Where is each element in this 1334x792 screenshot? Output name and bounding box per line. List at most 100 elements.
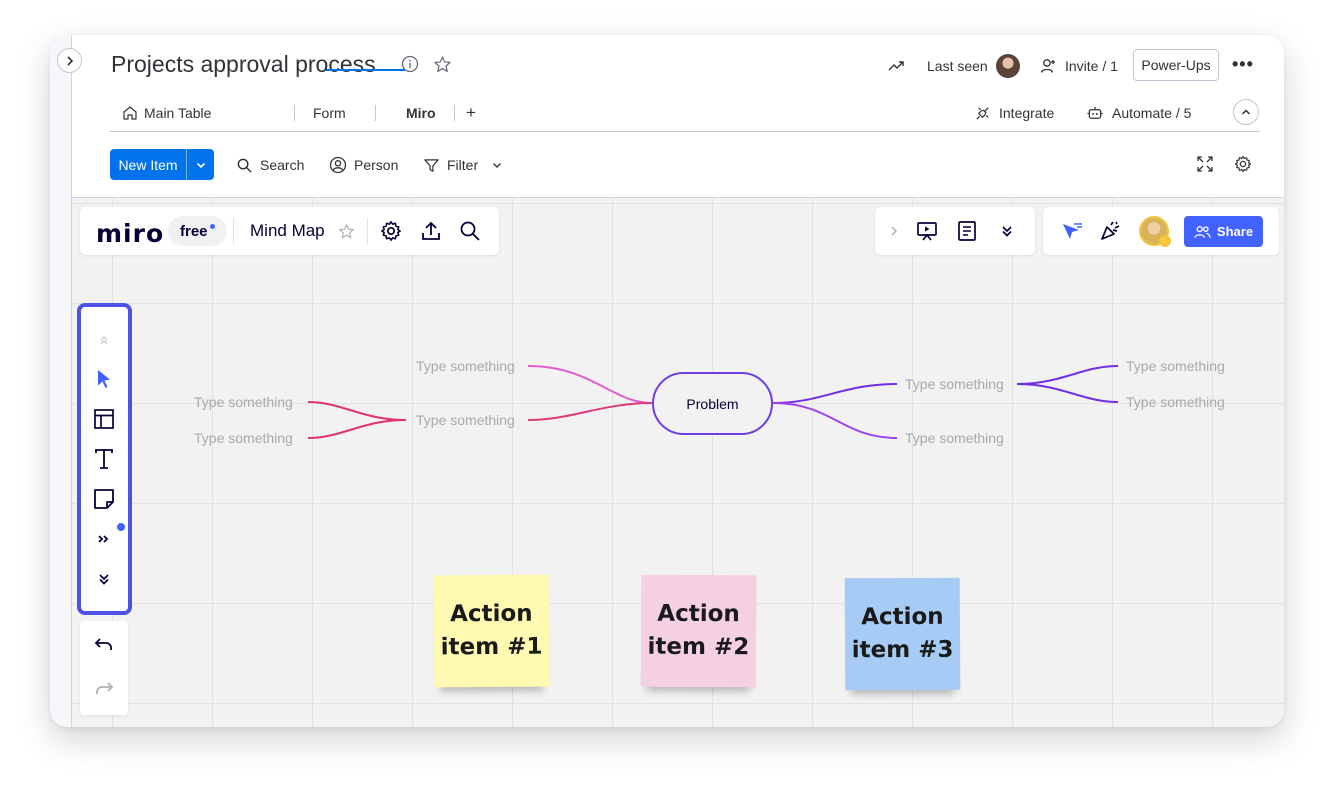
person-label: Person xyxy=(354,157,399,173)
activity-icon[interactable] xyxy=(887,53,905,79)
chevron-down-icon xyxy=(493,163,502,168)
redo-icon[interactable] xyxy=(90,675,118,703)
share-button[interactable]: Share xyxy=(1184,216,1263,247)
templates-icon[interactable] xyxy=(90,405,118,433)
person-icon xyxy=(329,156,347,174)
miro-board-panel: miro free Mind Map xyxy=(80,207,499,255)
more-tools-icon[interactable] xyxy=(90,525,118,553)
new-item-dropdown[interactable] xyxy=(187,159,214,171)
search-label: Search xyxy=(260,157,305,173)
connector-right-bottom xyxy=(772,402,898,439)
tab-label: Form xyxy=(313,105,346,121)
double-chevron-down-icon[interactable] xyxy=(90,565,118,593)
miro-board-name[interactable]: Mind Map xyxy=(250,221,325,240)
notes-icon[interactable] xyxy=(954,218,980,244)
home-icon xyxy=(123,106,137,120)
gear-icon[interactable] xyxy=(1232,153,1254,175)
sticky-note-icon[interactable] xyxy=(90,485,118,513)
info-icon[interactable] xyxy=(400,54,420,74)
mindmap-root-node[interactable]: Problem xyxy=(652,372,773,435)
collapse-header-button[interactable] xyxy=(1233,99,1259,125)
robot-icon xyxy=(1087,106,1103,119)
undo-icon[interactable] xyxy=(90,631,118,659)
tab-miro[interactable]: Miro xyxy=(406,95,436,131)
chevron-right-icon xyxy=(66,55,73,66)
connector-left-leaf-2 xyxy=(307,419,407,439)
gear-icon[interactable] xyxy=(378,218,404,244)
mindmap-node[interactable]: Type something xyxy=(194,394,293,410)
plan-badge-label: free xyxy=(180,222,208,240)
tab-divider xyxy=(375,105,376,121)
app-window: Projects approval process Last seen Invi… xyxy=(50,35,1284,727)
connector-left-mid xyxy=(527,402,653,421)
mindmap-node[interactable]: Type something xyxy=(194,430,293,446)
expand-sidebar-button[interactable] xyxy=(57,48,82,73)
presentation-icon[interactable] xyxy=(914,218,940,244)
star-icon[interactable] xyxy=(333,218,359,244)
celebration-icon[interactable] xyxy=(1097,218,1123,244)
new-item-button[interactable]: New Item xyxy=(110,149,214,180)
fullscreen-icon[interactable] xyxy=(1194,153,1216,175)
star-icon[interactable] xyxy=(432,54,452,74)
lightning-icon: ⚡ xyxy=(1159,235,1171,247)
connector-right-leaf-1 xyxy=(1016,365,1119,385)
last-seen-button[interactable]: Last seen xyxy=(927,53,1020,79)
search-icon xyxy=(237,158,252,173)
cursor-filter-icon[interactable] xyxy=(1059,218,1085,244)
search-button[interactable]: Search xyxy=(236,152,304,178)
connector-right-top xyxy=(772,383,898,404)
filter-label: Filter xyxy=(447,157,479,173)
miro-logo[interactable]: miro xyxy=(96,219,165,248)
creation-toolbar xyxy=(77,303,132,615)
tab-label: Main Table xyxy=(144,105,212,121)
person-filter-button[interactable]: Person xyxy=(329,152,398,178)
integrate-button[interactable]: Integrate xyxy=(974,95,1054,131)
add-view-button[interactable]: + xyxy=(466,103,476,122)
mindmap-connectors xyxy=(307,365,1119,439)
last-seen-label: Last seen xyxy=(927,58,988,74)
miro-collab-panel: ⚡ Share xyxy=(1043,207,1279,255)
mindmap-node[interactable]: Type something xyxy=(1126,358,1225,374)
more-options-icon[interactable]: ••• xyxy=(1232,54,1254,74)
upload-icon[interactable] xyxy=(418,218,444,244)
mindmap-node[interactable]: Type something xyxy=(905,376,1004,392)
text-tool-icon[interactable] xyxy=(90,445,118,473)
automate-button[interactable]: Automate / 5 xyxy=(1086,95,1191,131)
sticky-note[interactable]: Action item #2 xyxy=(640,574,757,688)
miro-presentation-panel xyxy=(875,207,1035,255)
tab-main-table[interactable]: Main Table xyxy=(122,95,211,131)
mindmap-node[interactable]: Type something xyxy=(905,430,1004,446)
chevron-up-icon xyxy=(1241,109,1251,115)
sticky-note[interactable]: Action item #1 xyxy=(433,574,550,688)
mindmap-node[interactable]: Type something xyxy=(416,412,515,428)
panel-divider xyxy=(367,218,368,244)
tab-divider xyxy=(454,105,455,121)
filter-button[interactable]: Filter xyxy=(423,152,503,178)
sticky-note[interactable]: Action item #3 xyxy=(844,577,961,691)
history-panel xyxy=(80,621,128,715)
power-ups-button[interactable]: Power-Ups xyxy=(1133,49,1219,81)
filter-icon xyxy=(424,158,439,172)
mindmap-node[interactable]: Type something xyxy=(1126,394,1225,410)
miro-canvas[interactable]: miro free Mind Map xyxy=(72,197,1284,727)
mindmap-node[interactable]: Type something xyxy=(416,358,515,374)
invite-label: Invite / 1 xyxy=(1065,58,1118,74)
new-item-label: New Item xyxy=(118,156,178,173)
active-tab-indicator xyxy=(326,69,405,71)
chevron-right-icon[interactable] xyxy=(881,218,907,244)
connector-left-top xyxy=(527,365,653,404)
plug-icon xyxy=(976,106,989,120)
double-chevron-down-icon[interactable] xyxy=(994,218,1020,244)
add-person-icon xyxy=(1040,59,1055,73)
board-title[interactable]: Projects approval process xyxy=(111,51,376,77)
connector-left-leaf-1 xyxy=(307,401,407,421)
tab-form[interactable]: Form xyxy=(313,95,346,131)
select-tool-icon[interactable] xyxy=(90,365,118,393)
notification-dot xyxy=(209,223,215,229)
plan-badge[interactable]: free xyxy=(168,216,227,246)
automate-label: Automate / 5 xyxy=(1112,105,1192,121)
collapse-toolbar-icon[interactable] xyxy=(90,326,118,354)
search-icon[interactable] xyxy=(457,218,483,244)
invite-button[interactable]: Invite / 1 xyxy=(1039,53,1118,79)
tab-label: Miro xyxy=(406,105,436,121)
